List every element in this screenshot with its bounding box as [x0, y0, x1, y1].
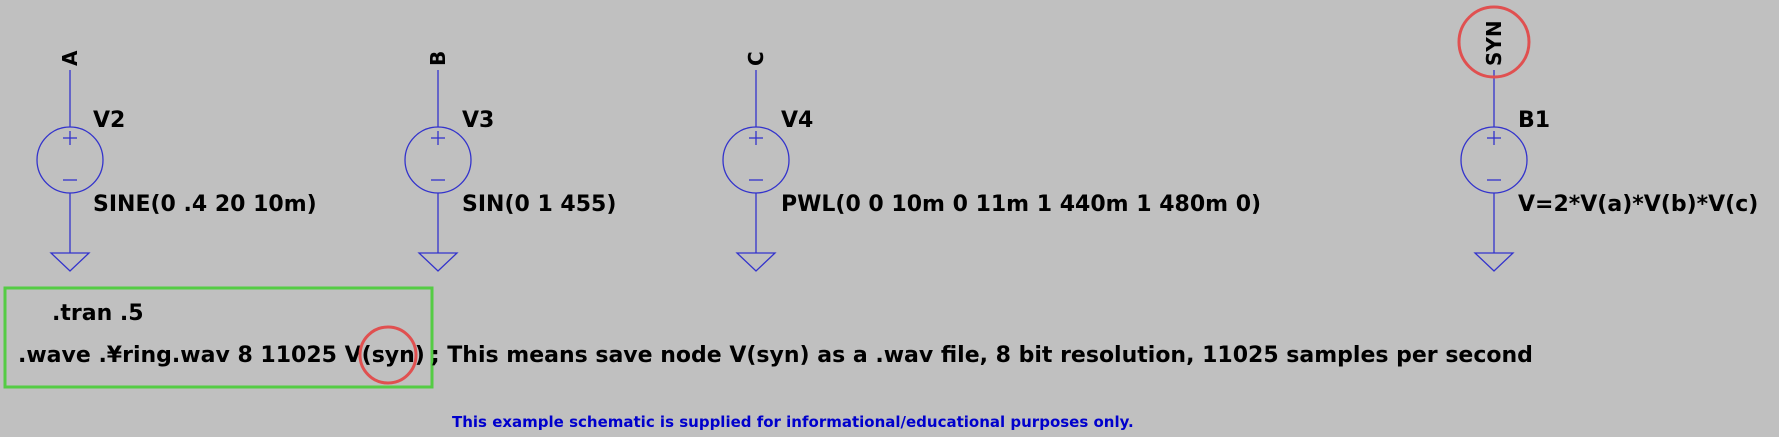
component-value-v3: SIN(0 1 455)	[462, 192, 616, 217]
wave-comment: ; This means save node V(syn) as a .wav …	[431, 343, 1533, 368]
ground-icon	[1473, 252, 1515, 272]
net-label-c: C	[744, 51, 768, 66]
wave-command: .wave .¥ring.wav 8 11025 V(	[18, 343, 372, 368]
ground-icon	[735, 252, 777, 272]
component-ref-v4: V4	[781, 108, 813, 133]
voltage-source-v4[interactable]: C V4 PWL(0 0 10m 0 11m 1 440m 1 480m 0)	[722, 51, 1261, 272]
component-ref-v3: V3	[462, 108, 494, 133]
net-label-syn: SYN	[1482, 20, 1506, 66]
component-ref-b1: B1	[1518, 108, 1550, 133]
wave-directive[interactable]: .wave .¥ring.wav 8 11025 V(syn); This me…	[18, 343, 1533, 368]
ground-icon	[417, 252, 459, 272]
directive-highlight-box	[3, 286, 434, 389]
highlight-circle-syn-node	[358, 325, 418, 385]
tran-directive[interactable]: .tran .5	[52, 301, 144, 326]
component-value-v4: PWL(0 0 10m 0 11m 1 440m 1 480m 0)	[781, 192, 1261, 217]
component-value-v2: SINE(0 .4 20 10m)	[93, 192, 317, 217]
net-label-a: A	[58, 50, 82, 66]
voltage-source-v2[interactable]: A V2 SINE(0 .4 20 10m)	[36, 50, 317, 272]
voltage-source-v3[interactable]: B V3 SIN(0 1 455)	[404, 51, 616, 272]
behavioral-source-b1[interactable]: SYN B1 V=2*V(a)*V(b)*V(c)	[1460, 20, 1758, 272]
info-note: This example schematic is supplied for i…	[452, 413, 1134, 431]
component-ref-v2: V2	[93, 108, 125, 133]
component-value-b1: V=2*V(a)*V(b)*V(c)	[1518, 192, 1758, 217]
ground-icon	[49, 252, 91, 272]
highlight-circle-syn	[1457, 5, 1531, 79]
net-label-b: B	[426, 51, 450, 66]
